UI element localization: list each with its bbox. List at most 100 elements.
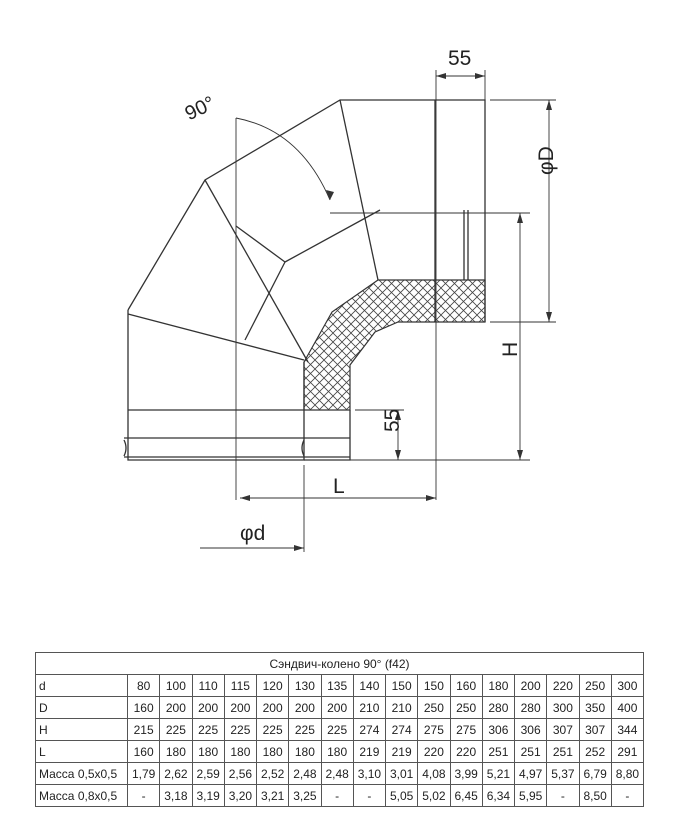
outer-diameter-label: φD (535, 146, 558, 175)
table-cell: 275 (417, 718, 451, 741)
table-cell: 300 (546, 696, 580, 719)
table-cell: - (610, 784, 645, 807)
table-cell: 8,50 (578, 784, 612, 807)
table-cell: 5,21 (481, 762, 516, 785)
row-label: d (35, 674, 128, 697)
row-label: D (35, 696, 128, 719)
table-cell: 3,25 (288, 784, 322, 807)
table-cell: 200 (159, 696, 193, 719)
table-cell: 5,02 (417, 784, 451, 807)
row-label: L (35, 740, 128, 763)
table-cell: 210 (384, 696, 419, 719)
table-cell: 6,79 (578, 762, 612, 785)
table-cell: 3,21 (255, 784, 290, 807)
table-cell: 307 (546, 718, 580, 741)
table-cell: 180 (255, 740, 290, 763)
table-cell: 1,79 (126, 762, 161, 785)
table-cell: 252 (578, 740, 612, 763)
table-cell: 6,34 (481, 784, 516, 807)
top-length-label: 55 (448, 47, 471, 70)
table-cell: 215 (126, 718, 161, 741)
table-cell: 4,08 (417, 762, 451, 785)
table-cell: 280 (513, 696, 548, 719)
table-cell: 2,62 (159, 762, 193, 785)
table-cell: 180 (320, 740, 354, 763)
table-cell: 8,80 (610, 762, 645, 785)
row-label: Масса 0,5х0,5 (35, 762, 128, 785)
table-cell: 225 (191, 718, 225, 741)
dimension-arrows (240, 73, 552, 551)
table-cell: 200 (513, 674, 548, 697)
table-cell: 5,05 (384, 784, 419, 807)
table-cell: 250 (417, 696, 451, 719)
table-cell: 2,52 (255, 762, 290, 785)
table-cell: 150 (417, 674, 451, 697)
bottom-length-label: 55 (381, 409, 404, 432)
table-cell: 220 (417, 740, 451, 763)
table-cell: 344 (610, 718, 645, 741)
table-cell: 120 (255, 674, 290, 697)
dimension-lines (200, 70, 556, 552)
table-cell: - (352, 784, 387, 807)
table-cell: 250 (578, 674, 612, 697)
table-cell: 160 (449, 674, 483, 697)
table-cell: 350 (578, 696, 612, 719)
table-cell: 3,01 (384, 762, 419, 785)
table-cell: 110 (191, 674, 225, 697)
table-cell: 150 (384, 674, 419, 697)
table-cell: 225 (223, 718, 258, 741)
table-cell: 3,18 (159, 784, 193, 807)
height-label: H (499, 342, 522, 357)
table-cell: 180 (159, 740, 193, 763)
table-cell: 200 (223, 696, 258, 719)
row-label: H (35, 718, 128, 741)
table-title: Сэндвич-колено 90° (f42) (35, 652, 644, 675)
table-cell: 3,20 (223, 784, 258, 807)
table-cell: 225 (320, 718, 354, 741)
table-cell: 100 (159, 674, 193, 697)
elbow-outline (123, 99, 486, 461)
table-cell: 2,48 (288, 762, 322, 785)
table-cell: 3,99 (449, 762, 483, 785)
table-cell: 160 (126, 740, 161, 763)
table-cell: 80 (126, 674, 161, 697)
table-cell: 4,97 (513, 762, 548, 785)
table-cell: 251 (481, 740, 516, 763)
table-cell: 200 (320, 696, 354, 719)
table-cell: 180 (223, 740, 258, 763)
table-cell: 225 (159, 718, 193, 741)
table-cell: 225 (288, 718, 322, 741)
table-cell: 6,45 (449, 784, 483, 807)
table-cell: 251 (513, 740, 548, 763)
table-cell: 220 (546, 674, 580, 697)
table-cell: 115 (223, 674, 258, 697)
table-cell: 291 (610, 740, 645, 763)
table-cell: 200 (191, 696, 225, 719)
table-cell: 3,19 (191, 784, 225, 807)
table-cell: 135 (320, 674, 354, 697)
table-cell: 275 (449, 718, 483, 741)
table-cell: - (126, 784, 161, 807)
angle-label: 90° (182, 92, 219, 125)
insulation-band (303, 279, 486, 411)
table-cell: 306 (481, 718, 516, 741)
table-cell: 180 (191, 740, 225, 763)
elbow-drawing: 90° 55 φD H 55 L φd (123, 47, 558, 552)
table-cell: 250 (449, 696, 483, 719)
table-cell: 400 (610, 696, 645, 719)
length-label: L (333, 475, 345, 498)
table-cell: 5,37 (546, 762, 580, 785)
table-cell: 274 (384, 718, 419, 741)
table-cell: 5,95 (513, 784, 548, 807)
table-cell: 219 (384, 740, 419, 763)
table-cell: 225 (255, 718, 290, 741)
table-cell: 130 (288, 674, 322, 697)
table-cell: 180 (288, 740, 322, 763)
table-cell: 3,10 (352, 762, 387, 785)
